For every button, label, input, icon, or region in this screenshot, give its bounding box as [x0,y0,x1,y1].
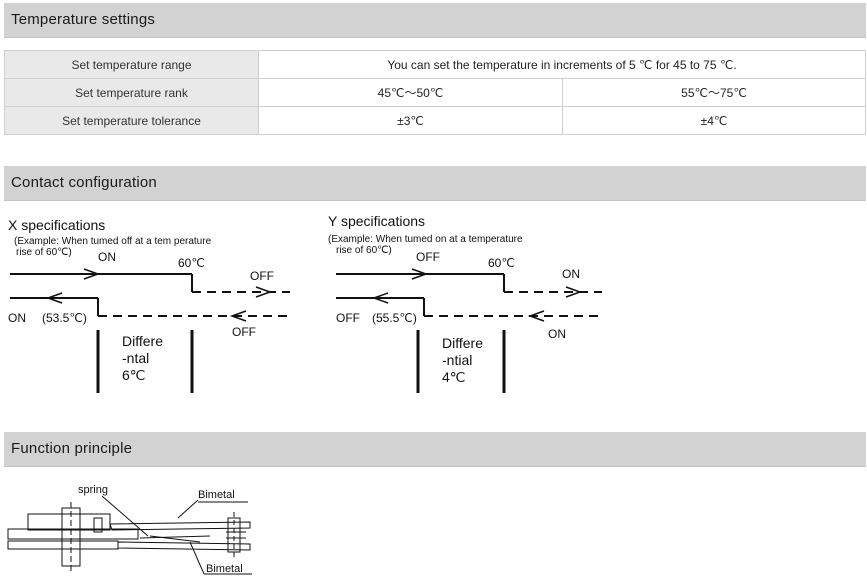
row-label-range: Set temperature range [4,50,259,79]
y-temp-top: 60℃ [488,256,515,270]
temperature-settings-table: Set temperature range You can set the te… [4,50,866,135]
label-bimetal-bottom: Bimetal [206,563,243,575]
bimetal-bottom-leader-line [189,541,205,575]
x-diff-line2: -ntal [122,350,149,366]
y-arrow-left-icon [527,310,545,322]
row-value-rank-x: 45℃～50℃ [258,78,563,107]
x-state-off-bottom: OFF [232,325,256,339]
y-arrow-right-icon [565,286,583,298]
section-title-temperature: Temperature settings [11,11,156,28]
x-spec-diagram: X specifications (Example: When tumed of… [0,210,310,400]
y-state-on-right: ON [562,267,580,281]
x-arrow-right-icon [255,286,273,298]
table-row: Set temperature tolerance ±3℃ ±4℃ [4,106,866,135]
x-spec-example-line1: (Example: When tumed off at a tem peratu… [14,236,212,247]
section-title-function: Function principle [11,440,133,457]
x-spec-title: X specifications [8,217,105,233]
row-label-rank: Set temperature rank [4,78,259,107]
x-diff-line1: Differe [122,333,163,349]
spring-strip-lower [149,535,201,543]
y-diff-line1: Differe [442,335,483,351]
label-spring: spring [78,484,108,496]
base-plate-upper [7,528,139,540]
row-value-tolerance-x: ±3℃ [258,106,563,135]
x-arrow-left-icon [229,310,247,322]
x-temp-return: (53.5℃) [42,311,87,325]
y-arrow-right-icon [411,268,429,280]
x-arrow-right-icon [83,268,101,280]
table-row: Set temperature range You can set the te… [4,50,866,79]
row-label-tolerance: Set temperature tolerance [4,106,259,135]
y-diff-line2: -ntial [442,352,472,368]
y-state-off-top: OFF [416,250,440,264]
bimetal-strip-upper [109,521,251,531]
y-temp-return: (55.5℃) [372,311,417,325]
base-plate-lower [7,540,119,550]
x-state-off-right: OFF [250,269,274,283]
spring-strip [139,535,211,539]
y-spec-title: Y specifications [328,213,425,229]
row-value-tolerance-y: ±4℃ [562,106,866,135]
x-diff-value: 6℃ [122,367,146,383]
y-spec-example-line1: (Example: When tumed on at a temperature [328,234,523,245]
row-value-rank-y: 55℃～75℃ [562,78,866,107]
section-header-contact: Contact configuration [4,166,866,201]
section-header-function: Function principle [4,432,866,467]
row-value-range: You can set the temperature in increment… [258,50,866,79]
clamp-block [93,517,103,533]
x-arrow-left-icon [45,292,63,304]
x-spec-example-line2: rise of 60℃) [16,247,72,258]
section-header-temperature: Temperature settings [4,3,866,38]
table-row: Set temperature rank 45℃～50℃ 55℃～75℃ [4,78,866,107]
y-diff-value: 4℃ [442,369,466,385]
x-state-on-top: ON [98,250,116,264]
label-bimetal-top: Bimetal [198,489,235,501]
bimetal-strip-lower [117,541,251,551]
x-state-on-left: ON [8,311,26,325]
x-temp-top: 60℃ [178,256,205,270]
housing-block [27,513,111,531]
y-spec-example-line2: rise of 60℃) [336,245,392,256]
bimetal-top-leader-line [177,499,199,519]
section-title-contact: Contact configuration [11,174,157,191]
y-state-on-bottom: ON [548,327,566,341]
y-spec-diagram: Y specifications (Example: When tumed on… [326,210,626,400]
y-state-off-left: OFF [336,311,360,325]
y-arrow-left-icon [371,292,389,304]
function-principle-diagram: spring Bimetal Bimetal [0,478,270,583]
